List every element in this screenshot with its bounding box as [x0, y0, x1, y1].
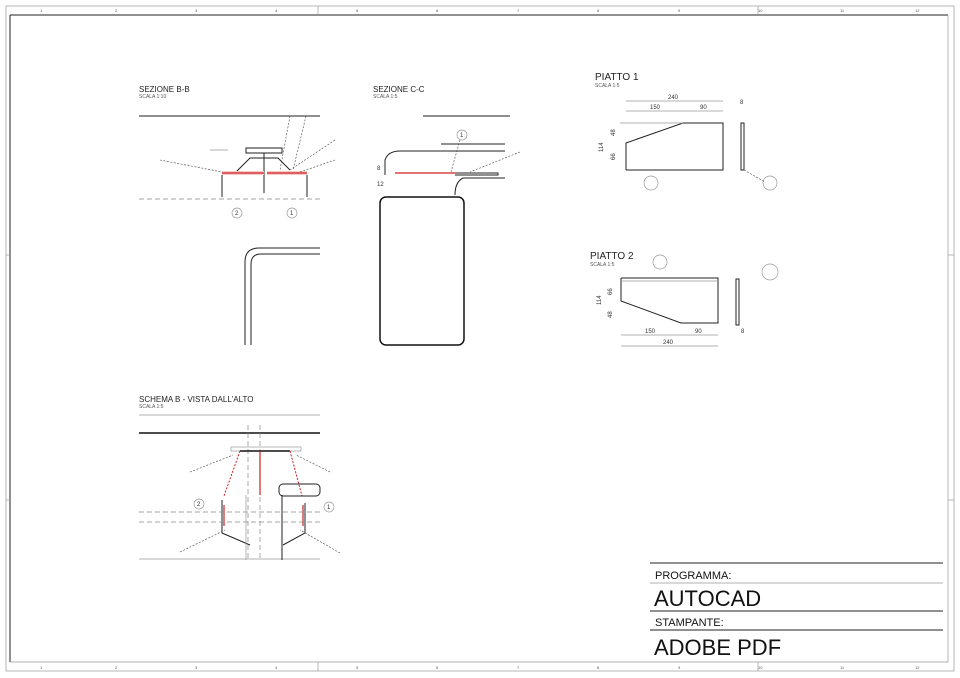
callout-number: 2: [197, 502, 201, 508]
dimension-text: 150: [650, 105, 661, 111]
border-number: 3: [195, 8, 198, 13]
callout-number: 1: [460, 133, 464, 139]
border-number: 10: [758, 665, 763, 670]
dimension-text: 8: [377, 166, 381, 172]
callout-bubble: [193, 498, 205, 510]
border-number: 8: [597, 8, 600, 13]
callout-bubble: [323, 501, 335, 513]
border-number: 3: [195, 665, 198, 670]
program-label: PROGRAMMA:: [655, 570, 731, 582]
dimension-text: 12: [377, 182, 384, 188]
border-number: 10: [758, 8, 763, 13]
border-number: 1: [40, 8, 43, 13]
dimension-text: 48: [611, 129, 617, 136]
border-number: 8: [597, 665, 600, 670]
dimension-text: 150: [645, 329, 656, 335]
dimension-text: 8: [740, 100, 744, 106]
border-number: 11: [840, 8, 845, 13]
view-scale: SCALA 1:10: [139, 94, 166, 100]
dimension-text: 48: [608, 311, 614, 318]
border-number: 9: [678, 8, 681, 13]
printer-label: STAMPANTE:: [655, 617, 724, 629]
dimension-text: 90: [700, 105, 707, 111]
border-number: 7: [517, 665, 520, 670]
dimension-text: 114: [599, 142, 605, 152]
view-scale: SCALA 1:5: [595, 83, 620, 89]
border-number: 12: [915, 8, 920, 13]
callout-bubble: [231, 207, 243, 219]
view-scale: SCALA 1:5: [373, 94, 398, 100]
view-title: SEZIONE C-C: [373, 85, 425, 94]
dimension-text: 66: [611, 153, 617, 160]
view-scale: SCALA 1:5: [139, 404, 164, 410]
piatto2-view: PIATTO 2 SCALA 1:5 114 66 48 150 90 240 …: [590, 251, 779, 347]
border-number: 1: [40, 665, 43, 670]
printer-value: ADOBE PDF: [654, 635, 781, 660]
dimension-text: 114: [597, 295, 603, 305]
view-scale: SCALA 1:5: [590, 262, 615, 268]
section-bb-view: SEZIONE B-B SCALA 1:10 2 1: [139, 85, 336, 345]
border-number: 5: [356, 665, 359, 670]
program-value: AUTOCAD: [654, 586, 761, 611]
border-number: 4: [275, 665, 278, 670]
dimension-text: 240: [668, 95, 679, 101]
section-cc-view: SEZIONE C-C SCALA 1:5 8 12 1: [373, 85, 521, 346]
border-number: 9: [678, 665, 681, 670]
dimension-text: 240: [663, 340, 674, 346]
view-title: SEZIONE B-B: [139, 85, 190, 94]
title-block: PROGRAMMA: AUTOCAD STAMPANTE: ADOBE PDF: [650, 562, 943, 660]
callout-number: 2: [235, 211, 239, 217]
callout-number: 1: [290, 211, 294, 217]
view-title: PIATTO 2: [590, 251, 634, 262]
border-number: 7: [517, 8, 520, 13]
dimension-text: 90: [695, 329, 702, 335]
piatto1-view: PIATTO 1 SCALA 1:5 240 150 90 8 114 48 6…: [595, 72, 778, 191]
border-number: 11: [840, 665, 845, 670]
border-number: 4: [275, 8, 278, 13]
border-number: 12: [915, 665, 920, 670]
border-number: 2: [115, 8, 118, 13]
dimension-text: 8: [741, 329, 745, 335]
view-title: PIATTO 1: [595, 72, 639, 83]
callout-bubble: [286, 207, 298, 219]
dimension-text: 66: [608, 288, 614, 295]
border-numbers-top: 1 2 3 4 5 6 7 8 9 10 11 12: [40, 8, 920, 13]
callout-bubble: [456, 129, 468, 141]
border-number: 2: [115, 665, 118, 670]
callout-number: 1: [327, 505, 331, 511]
border-numbers-bottom: 1 2 3 4 5 6 7 8 9 10 11 12: [40, 665, 920, 670]
border-number: 6: [436, 8, 439, 13]
schema-b-view: SCHEMA B - VISTA DALL'ALTO SCALA 1:5 2 1: [139, 395, 341, 560]
sheet-frame: [5, 5, 955, 672]
border-number: 6: [436, 665, 439, 670]
view-title: SCHEMA B - VISTA DALL'ALTO: [139, 395, 253, 404]
border-number: 5: [356, 8, 359, 13]
